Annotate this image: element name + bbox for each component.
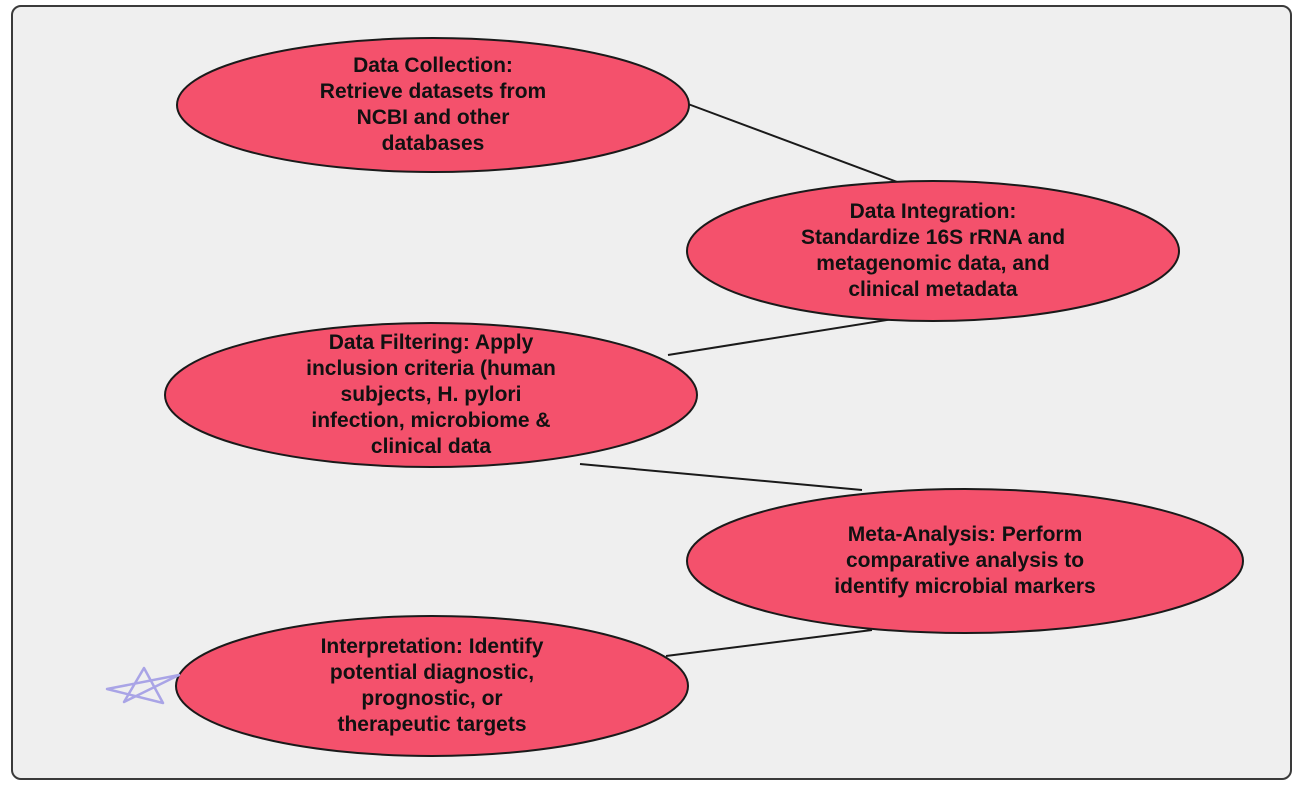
edge-integration-filtering — [667, 318, 894, 356]
node-data-collection[interactable] — [176, 37, 690, 173]
node-data-integration[interactable] — [686, 180, 1180, 322]
node-label-data-collection: Data Collection: Retrieve datasets from … — [319, 54, 547, 155]
edge-filtering-meta — [579, 463, 863, 491]
node-label-data-filtering: Data Filtering: Apply inclusion criteria… — [306, 331, 556, 458]
edge-meta-interpretation — [665, 629, 873, 657]
node-label-interpretation: Interpretation: Identify potential diagn… — [320, 635, 544, 736]
node-meta-analysis[interactable] — [686, 488, 1244, 634]
node-data-filtering[interactable] — [164, 322, 698, 468]
star-outline-icon — [105, 666, 181, 705]
node-label-meta-analysis: Meta-Analysis: Perform comparative analy… — [834, 523, 1096, 598]
edge-collection-integration — [687, 103, 901, 184]
node-label-data-integration: Data Integration: Standardize 16S rRNA a… — [800, 200, 1066, 301]
node-interpretation[interactable] — [175, 615, 689, 757]
